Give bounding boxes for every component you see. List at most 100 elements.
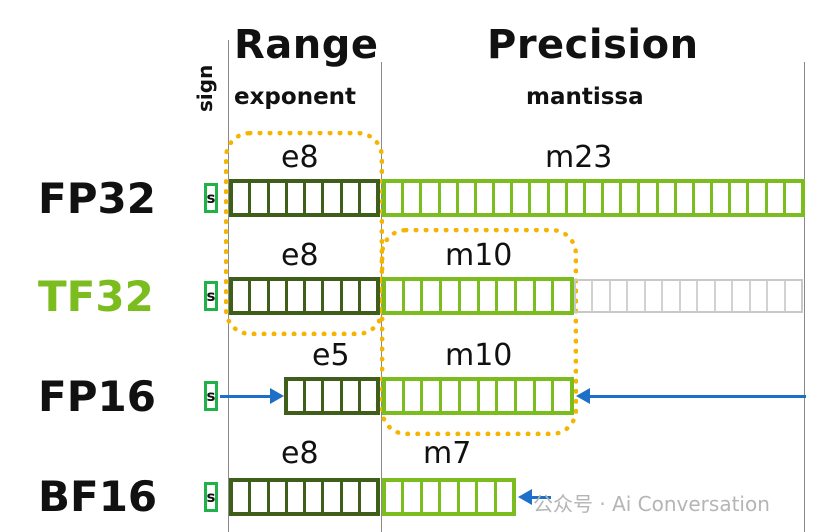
mantissa-bit-tf32-7 <box>498 281 517 311</box>
mantissa-bit-fp16-5 <box>460 381 480 411</box>
header-exponent: exponent <box>234 84 357 110</box>
exponent-bit-fp32-7 <box>342 183 361 213</box>
mantissa-bit-tf32-1 <box>386 281 405 311</box>
exponent-bits-bf16 <box>229 478 380 516</box>
range-highlight-box <box>224 131 384 336</box>
exponent-bit-fp32-6 <box>324 183 343 213</box>
format-label-fp16: FP16 <box>38 372 156 421</box>
header-precision: Precision <box>487 22 699 68</box>
mantissa-bit-fp16-3 <box>423 381 443 411</box>
mantissa-bit-fp16-10 <box>554 381 571 411</box>
unused-bit-tf32-4 <box>628 281 646 311</box>
exponent-label-fp32: e8 <box>281 140 319 175</box>
mantissa-bit-tf32-2 <box>404 281 424 311</box>
mantissa-bit-fp32-14 <box>622 183 641 213</box>
mantissa-bit-fp32-11 <box>567 183 586 213</box>
mantissa-label-bf16: m7 <box>423 436 472 471</box>
mantissa-bit-bf16-4 <box>441 482 460 512</box>
unused-bit-tf32-6 <box>663 281 681 311</box>
mantissa-bit-bf16-3 <box>422 482 442 512</box>
watermark-text: 公众号 · Ai Conversation <box>533 492 770 516</box>
exponent-bit-bf16-3 <box>269 482 288 512</box>
unused-bit-tf32-5 <box>646 281 664 311</box>
unused-bit-tf32-11 <box>751 281 769 311</box>
mantissa-bits-fp32 <box>382 179 805 217</box>
unused-bit-tf32-13 <box>786 281 801 311</box>
exponent-bit-bf16-5 <box>306 482 325 512</box>
exponent-bits-fp16 <box>284 377 380 415</box>
mantissa-shrink-arrow-bf16 <box>531 496 551 499</box>
sign-bit-bf16: s <box>204 482 218 512</box>
mantissa-bit-tf32-3 <box>423 281 443 311</box>
exponent-bit-fp32-4 <box>287 183 306 213</box>
exponent-bit-fp16-5 <box>360 381 377 411</box>
mantissa-bit-bf16-6 <box>478 482 497 512</box>
mantissa-bit-bf16-7 <box>496 482 512 512</box>
mantissa-bit-fp32-8 <box>513 183 532 213</box>
mantissa-bit-tf32-10 <box>554 281 571 311</box>
exponent-bit-tf32-1 <box>233 281 252 311</box>
mantissa-bit-fp32-22 <box>767 183 786 213</box>
exponent-bits-fp32 <box>229 179 380 217</box>
mantissa-bit-tf32-9 <box>535 281 555 311</box>
unused-bit-tf32-7 <box>681 281 699 311</box>
exponent-bit-tf32-2 <box>251 281 270 311</box>
mantissa-bit-fp32-9 <box>531 183 550 213</box>
exponent-bit-tf32-6 <box>324 281 343 311</box>
exponent-bit-fp32-1 <box>233 183 252 213</box>
header-range: Range <box>234 22 379 68</box>
mantissa-shrink-arrowhead-fp16 <box>576 388 590 404</box>
exponent-bit-tf32-5 <box>306 281 325 311</box>
format-label-tf32: TF32 <box>38 272 154 321</box>
unused-bit-tf32-8 <box>698 281 716 311</box>
unused-bit-tf32-10 <box>733 281 751 311</box>
format-label-fp32: FP32 <box>38 174 156 223</box>
exponent-bit-bf16-4 <box>287 482 306 512</box>
unused-bits-tf32 <box>574 279 803 313</box>
mantissa-bit-tf32-6 <box>479 281 499 311</box>
exponent-bit-tf32-3 <box>269 281 288 311</box>
exponent-label-fp16: e5 <box>312 338 350 373</box>
mantissa-bit-tf32-8 <box>516 281 536 311</box>
exponent-shrink-arrow <box>220 395 272 398</box>
exponent-bit-fp16-4 <box>342 381 361 411</box>
exponent-bit-tf32-8 <box>360 281 376 311</box>
unused-bit-tf32-2 <box>593 281 611 311</box>
mantissa-bit-fp32-6 <box>476 183 496 213</box>
unused-bit-tf32-3 <box>611 281 629 311</box>
mantissa-bit-fp32-3 <box>422 183 441 213</box>
mantissa-label-fp16: m10 <box>445 338 513 373</box>
mantissa-bit-fp16-8 <box>516 381 536 411</box>
mantissa-bit-bf16-5 <box>459 482 479 512</box>
exponent-bit-fp16-2 <box>306 381 325 411</box>
mantissa-bit-tf32-5 <box>460 281 480 311</box>
mantissa-label-fp32: m23 <box>545 140 613 175</box>
exponent-bit-bf16-7 <box>342 482 361 512</box>
mantissa-bit-fp32-19 <box>713 183 732 213</box>
mantissa-bit-fp32-18 <box>694 183 714 213</box>
mantissa-shrink-arrow-fp16 <box>589 395 806 398</box>
mantissa-bit-fp32-23 <box>785 183 801 213</box>
exponent-bit-bf16-8 <box>360 482 376 512</box>
mantissa-bit-fp32-13 <box>604 183 623 213</box>
mantissa-bit-fp16-6 <box>479 381 499 411</box>
mantissa-bit-fp32-17 <box>676 183 695 213</box>
exponent-bit-bf16-6 <box>324 482 343 512</box>
mantissa-bit-fp16-7 <box>498 381 517 411</box>
mantissa-bit-bf16-1 <box>386 482 405 512</box>
exponent-bit-bf16-1 <box>233 482 252 512</box>
mantissa-bit-fp32-21 <box>749 183 768 213</box>
mantissa-bits-bf16 <box>382 478 516 516</box>
exponent-bit-fp32-2 <box>251 183 270 213</box>
mantissa-bit-fp32-12 <box>585 183 605 213</box>
exponent-bit-fp16-1 <box>288 381 307 411</box>
mantissa-bit-fp32-15 <box>640 183 659 213</box>
precision-highlight-box <box>380 228 578 436</box>
exponent-bit-bf16-2 <box>251 482 270 512</box>
exponent-bit-fp32-8 <box>360 183 376 213</box>
divider-line-precision <box>804 62 805 532</box>
mantissa-bit-fp32-10 <box>549 183 568 213</box>
exponent-bit-fp32-5 <box>306 183 325 213</box>
mantissa-bits-tf32 <box>382 277 574 315</box>
